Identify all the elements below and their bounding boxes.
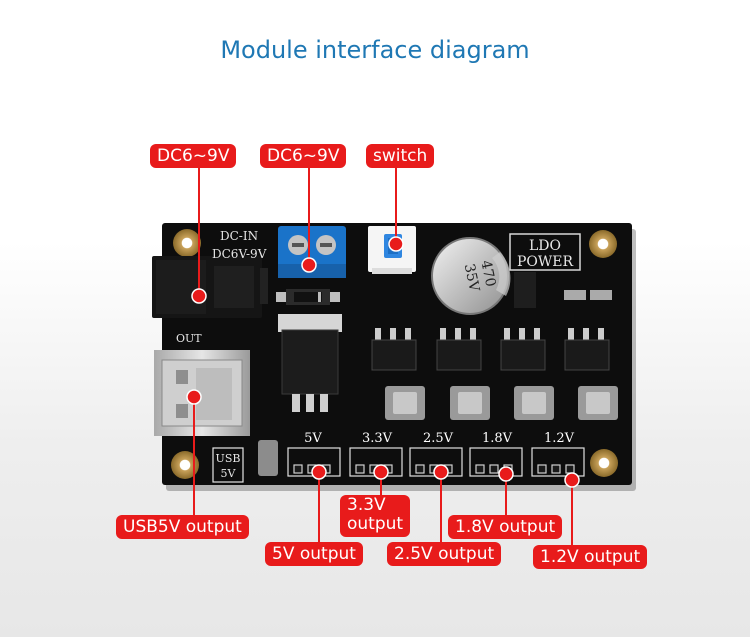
resistor-r1 xyxy=(564,290,586,300)
smd-capacitor-c2 xyxy=(578,386,618,420)
silk-5v: 5V xyxy=(304,431,322,446)
dc-range-label: DC6V-9V xyxy=(212,247,267,261)
silk-1v8: 1.8V xyxy=(482,431,513,446)
dc-in-label: DC-IN xyxy=(220,229,258,243)
smd-capacitor-c9 xyxy=(385,386,425,420)
usb5v-box xyxy=(212,447,244,483)
dc-barrel-jack xyxy=(152,256,268,318)
led-d1 xyxy=(590,290,612,300)
callout-1v2-output: 1.2V output xyxy=(533,545,648,569)
smd-part xyxy=(514,272,536,308)
ldo-label: LDO xyxy=(529,238,561,254)
ldo-regulator-u3 xyxy=(436,328,482,371)
capacitor-label-1: 470 xyxy=(477,259,498,288)
callout-1v8-output: 1.8V output xyxy=(448,515,563,539)
capacitor-label-2: 35V xyxy=(461,262,483,294)
diagram-title: Module interface diagram xyxy=(220,36,530,64)
electrolytic-capacitor xyxy=(431,237,511,315)
callout-2v5-output: 2.5V output xyxy=(387,542,502,566)
usb-silk-label: USB xyxy=(216,452,241,465)
smd-capacitor-c7 xyxy=(450,386,490,420)
mounting-hole-bottom-left xyxy=(171,451,199,479)
callout-3v3-output: 3.3V output xyxy=(340,495,411,537)
ldo-power-box xyxy=(509,233,581,271)
usb-5v-silk-label: 5V xyxy=(221,467,237,480)
usb-port xyxy=(154,350,250,436)
callout-dc-terminal: DC6~9V xyxy=(260,144,347,168)
out-label: OUT xyxy=(176,332,202,345)
callout-leaders xyxy=(193,168,573,545)
callout-5v-output: 5V output xyxy=(265,542,363,566)
callout-dc-jack: DC6~9V xyxy=(150,144,237,168)
mounting-hole-top-right xyxy=(589,230,617,258)
callout-3v3-line1: 3.3V xyxy=(347,495,386,515)
capacitor-c11 xyxy=(258,440,278,476)
ldo-regulator-u4 xyxy=(500,328,546,371)
power-label: POWER xyxy=(517,254,574,270)
callout-3v3-line2: output xyxy=(347,514,404,534)
regulator-5v xyxy=(278,314,342,412)
silk-3v3: 3.3V xyxy=(362,431,393,446)
ldo-regulator-u1 xyxy=(564,328,610,371)
callout-switch: switch xyxy=(366,144,435,168)
callout-usb-output: USB5V output xyxy=(116,515,249,539)
ldo-regulator-u5 xyxy=(371,328,417,371)
mounting-hole-bottom-right xyxy=(590,449,618,477)
diode-d2 xyxy=(276,289,340,305)
smd-capacitor-c5 xyxy=(514,386,554,420)
pin-header-1v2 xyxy=(531,447,585,477)
mounting-hole-top-left xyxy=(173,229,201,257)
silk-1v2: 1.2V xyxy=(544,431,575,446)
callout-dots xyxy=(186,236,580,488)
silk-2v5: 2.5V xyxy=(423,431,454,446)
